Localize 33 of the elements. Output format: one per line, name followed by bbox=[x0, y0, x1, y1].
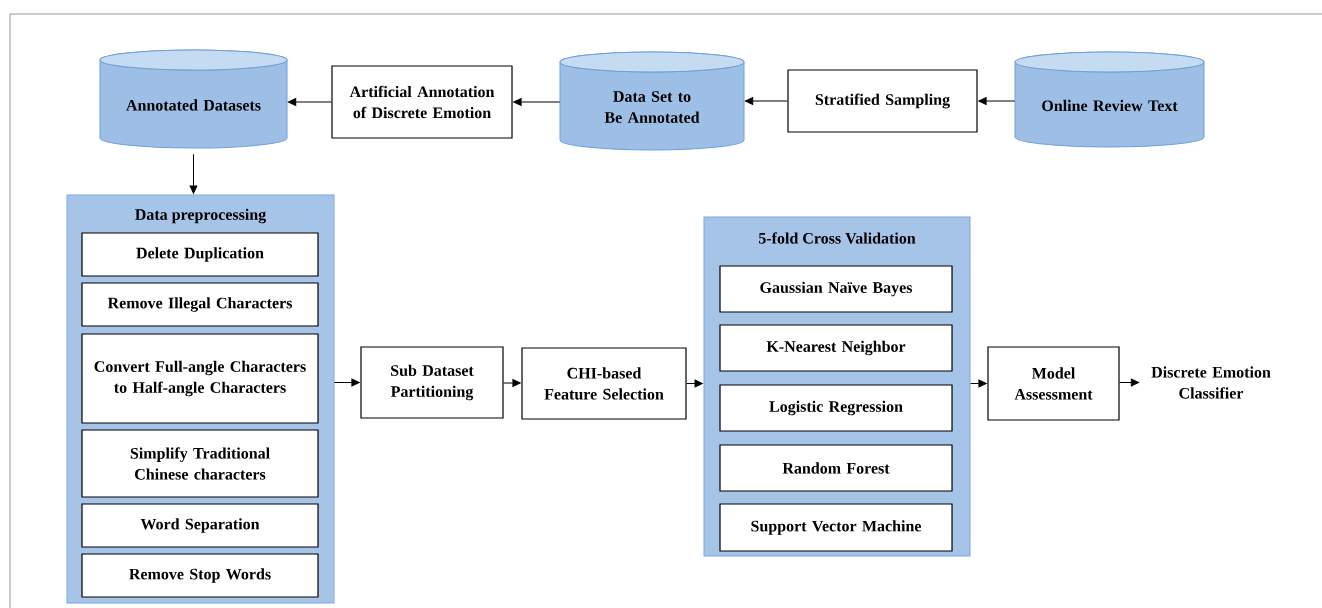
output-label: Discrete Emotion Classifier bbox=[1151, 366, 1271, 399]
process-box: Remove Illegal Characters bbox=[81, 282, 319, 327]
process-box: Gaussian Naïve Bayes bbox=[719, 265, 953, 313]
process-box: Sub Dataset Partitioning bbox=[360, 346, 504, 419]
arrow bbox=[970, 379, 987, 388]
arrow bbox=[513, 98, 561, 106]
node-label: Data Set to Be Annotated bbox=[604, 91, 700, 123]
process-box: CHI-based Feature Selection bbox=[521, 347, 687, 420]
process-box: Support Vector Machine bbox=[719, 503, 953, 552]
process-box: Artificial Annotation of Discrete Emotion bbox=[331, 65, 513, 139]
process-box: Simplify Traditional Chinese characters bbox=[81, 429, 319, 498]
process-box: Stratified Sampling bbox=[787, 69, 978, 133]
arrow bbox=[978, 97, 1016, 105]
process-box: Delete Duplication bbox=[81, 232, 319, 277]
database-cylinder: Online Review Text bbox=[1014, 51, 1205, 148]
arrow bbox=[503, 379, 521, 387]
node-label: Online Review Text bbox=[1042, 99, 1178, 112]
database-cylinder: Data Set to Be Annotated bbox=[559, 51, 745, 151]
process-box: Word Separation bbox=[81, 503, 319, 548]
arrow bbox=[287, 98, 332, 106]
arrow bbox=[334, 378, 360, 387]
process-box: Remove Stop Words bbox=[81, 553, 319, 598]
process-box: Convert Full-angle Characters to Half-angle Characters bbox=[81, 333, 319, 424]
process-box: K-Nearest Neighbor bbox=[719, 324, 953, 372]
arrow bbox=[1119, 378, 1140, 387]
process-box: Random Forest bbox=[719, 444, 953, 492]
arrow bbox=[744, 97, 788, 105]
database-cylinder: Annotated Datasets bbox=[99, 49, 288, 149]
process-box: Logistic Regression bbox=[719, 384, 953, 432]
arrow bbox=[189, 153, 198, 194]
arrow bbox=[686, 379, 703, 388]
node-label: Annotated Datasets bbox=[126, 99, 261, 111]
process-box: Model Assessment bbox=[987, 346, 1120, 421]
